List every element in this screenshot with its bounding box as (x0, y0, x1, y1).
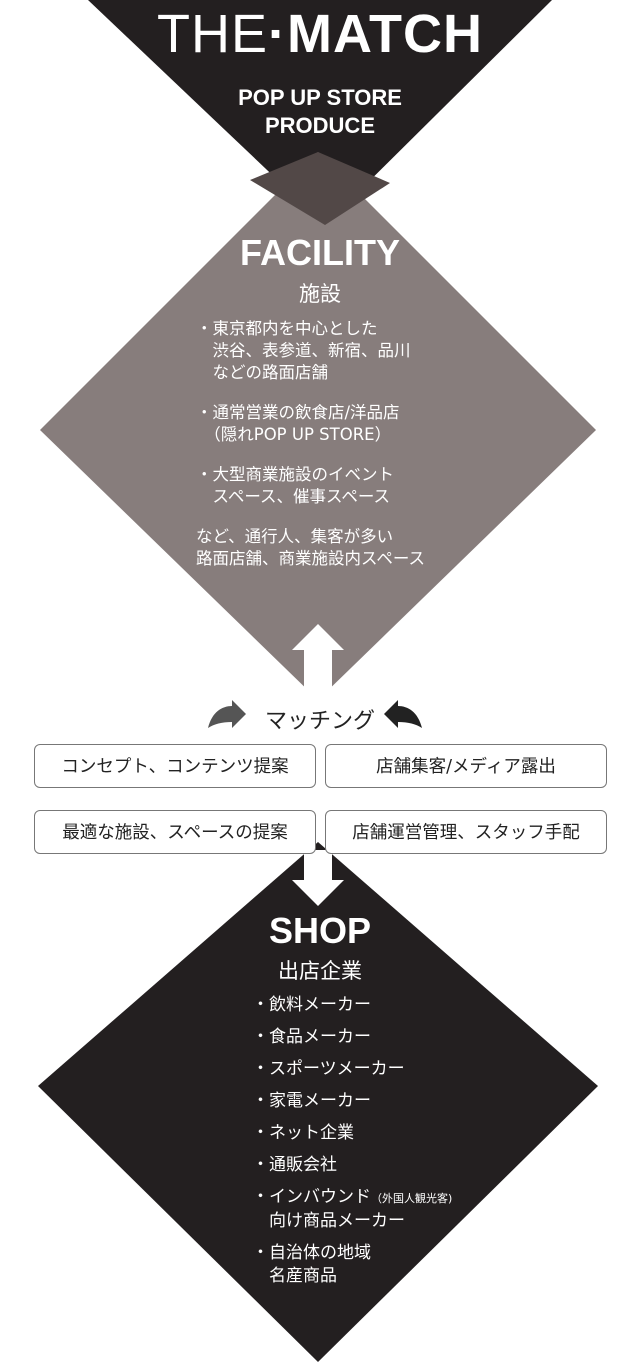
right-curved-arrow-icon (208, 700, 246, 728)
shop-list: ・飲料メーカー ・食品メーカー ・スポーツメーカー ・家電メーカー ・ネット企業… (252, 994, 512, 1297)
matching-label-row: マッチング (0, 703, 640, 735)
facility-item: ・東京都内を中心とした 渋谷、表参道、新宿、品川 などの路面店舗 (196, 318, 476, 384)
header-line2: PRODUCE (264, 113, 375, 138)
facility-line: 渋谷、表参道、新宿、品川 (196, 341, 411, 360)
management-box: 店舗運営管理、スタッフ手配 (325, 810, 607, 854)
facility-line: 路面店舗、商業施設内スペース (196, 549, 426, 568)
shop-item: ・通販会社 (252, 1155, 337, 1175)
shop-subtitle: 出店企業 (278, 959, 362, 983)
concept-box: コンセプト、コンテンツ提案 (34, 744, 316, 788)
up-arrow-icon (292, 624, 344, 700)
facility-diamond (40, 152, 596, 700)
down-arrow-icon (292, 850, 344, 906)
shop-item: ・ネット企業 (252, 1123, 354, 1143)
matching-label: マッチング (264, 709, 375, 734)
shop-item-local: ・自治体の地域 名産商品 (252, 1242, 512, 1288)
inbound-line2: 向け商品メーカー (252, 1211, 405, 1231)
inbound-note: （外国人観光客) (371, 1192, 453, 1205)
facility-item: など、通行人、集客が多い 路面店舗、商業施設内スペース (196, 526, 476, 570)
facility-line: （隠れPOP UP STORE） (196, 425, 392, 444)
facility-line: スペース、催事スペース (196, 487, 391, 506)
facility-line: ・通常営業の飲食店/洋品店 (196, 403, 400, 422)
facility-list: ・東京都内を中心とした 渋谷、表参道、新宿、品川 などの路面店舗 ・通常営業の飲… (196, 318, 476, 588)
shop-item-inbound: ・インバウンド（外国人観光客) 向け商品メーカー (252, 1186, 512, 1233)
header-line1: POP UP STORE (238, 85, 402, 110)
overlap-shape (250, 152, 390, 225)
facility-item: ・通常営業の飲食店/洋品店 （隠れPOP UP STORE） (196, 402, 476, 446)
facility-subtitle: 施設 (299, 282, 341, 306)
shop-diamond (38, 842, 598, 1362)
shop-item: ・家電メーカー (252, 1091, 371, 1111)
logo-part1: THE (157, 4, 269, 64)
left-curved-arrow-icon (384, 700, 422, 728)
facility-item: ・大型商業施設のイベント スペース、催事スペース (196, 464, 476, 508)
facility-line: ・大型商業施設のイベント (196, 465, 394, 484)
facility-title: FACILITY (240, 232, 400, 273)
shop-item: ・食品メーカー (252, 1027, 371, 1047)
shop-item: ・スポーツメーカー (252, 1059, 405, 1079)
local-line1: ・自治体の地域 (252, 1243, 371, 1263)
space-box: 最適な施設、スペースの提案 (34, 810, 316, 854)
facility-line: など、通行人、集客が多い (196, 527, 394, 546)
logo: THE·MATCH (0, 2, 640, 66)
header-triangle (88, 0, 552, 225)
shop-item: ・飲料メーカー (252, 995, 371, 1015)
shop-title: SHOP (268, 910, 372, 951)
local-line2: 名産商品 (252, 1266, 337, 1286)
media-box: 店舗集客/メディア露出 (325, 744, 607, 788)
facility-line: などの路面店舗 (196, 363, 329, 382)
facility-line: ・東京都内を中心とした (196, 319, 378, 338)
logo-dot: · (268, 4, 288, 64)
inbound-main: ・インバウンド (252, 1187, 371, 1207)
logo-part2: MATCH (287, 4, 483, 64)
